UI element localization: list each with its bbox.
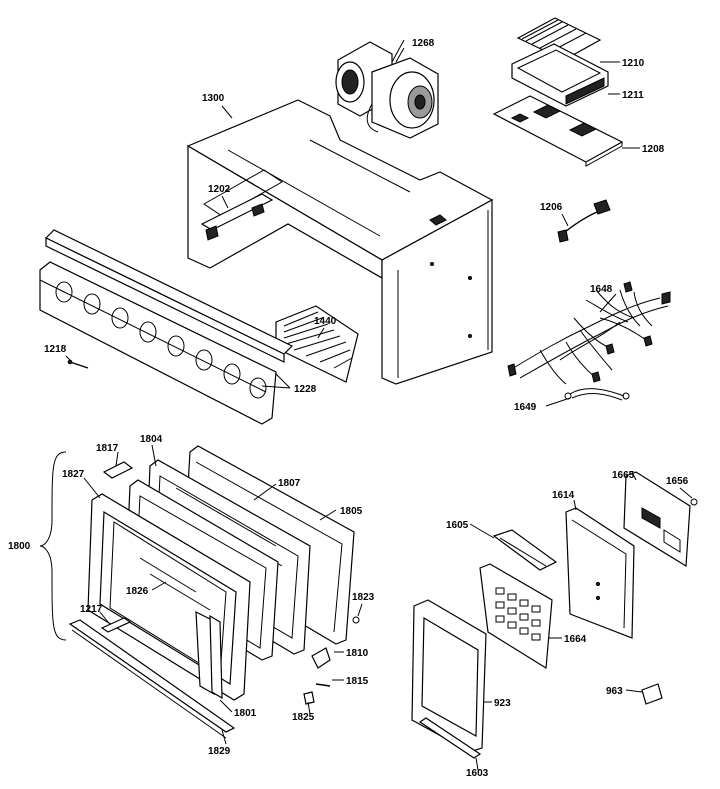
front-trim <box>39 229 294 425</box>
callout-923: 923 <box>494 698 511 709</box>
callout-1440: 1440 <box>314 316 337 327</box>
callout-1664: 1664 <box>564 634 587 645</box>
callout-1827: 1827 <box>62 469 85 480</box>
callout-1208: 1208 <box>642 144 665 155</box>
callout-1817: 1817 <box>96 443 119 454</box>
callout-1210: 1210 <box>622 58 645 69</box>
bracket-part <box>200 193 274 241</box>
callout-labels: 1268 1210 1211 1208 1300 1202 1206 1648 … <box>8 38 689 779</box>
callout-1807: 1807 <box>278 478 301 489</box>
callout-1665: 1665 <box>612 470 635 481</box>
callout-1829: 1829 <box>208 746 231 757</box>
callout-1804: 1804 <box>140 434 163 445</box>
callout-963: 963 <box>606 686 623 697</box>
fan-motor-assembly <box>335 39 439 139</box>
cord-clamp <box>557 199 611 243</box>
wire-harness <box>507 281 671 401</box>
callout-1815: 1815 <box>346 676 369 687</box>
callout-1228: 1228 <box>294 384 317 395</box>
callout-1206: 1206 <box>540 202 563 213</box>
callout-1801: 1801 <box>234 708 257 719</box>
callout-1300: 1300 <box>202 93 225 104</box>
filter-assembly <box>492 17 624 167</box>
callout-1823: 1823 <box>352 592 375 603</box>
callout-1603: 1603 <box>466 768 489 779</box>
callout-1805: 1805 <box>340 506 363 517</box>
callout-1218: 1218 <box>44 344 67 355</box>
callout-1810: 1810 <box>346 648 369 659</box>
callout-1656: 1656 <box>666 476 689 487</box>
callout-1649: 1649 <box>514 402 537 413</box>
callout-1217: 1217 <box>80 604 103 615</box>
callout-1825: 1825 <box>292 712 315 723</box>
callout-1648: 1648 <box>590 284 613 295</box>
callout-1605: 1605 <box>446 520 469 531</box>
cabinet <box>186 99 494 385</box>
control-assembly <box>411 471 698 759</box>
leader-lines <box>65 47 693 771</box>
callout-1211: 1211 <box>622 90 644 101</box>
callout-1202: 1202 <box>208 184 231 195</box>
callout-1614: 1614 <box>552 490 575 501</box>
door-assembly <box>39 445 360 739</box>
callout-1800: 1800 <box>8 541 31 552</box>
callout-1826: 1826 <box>126 586 149 597</box>
callout-1268: 1268 <box>412 38 435 49</box>
